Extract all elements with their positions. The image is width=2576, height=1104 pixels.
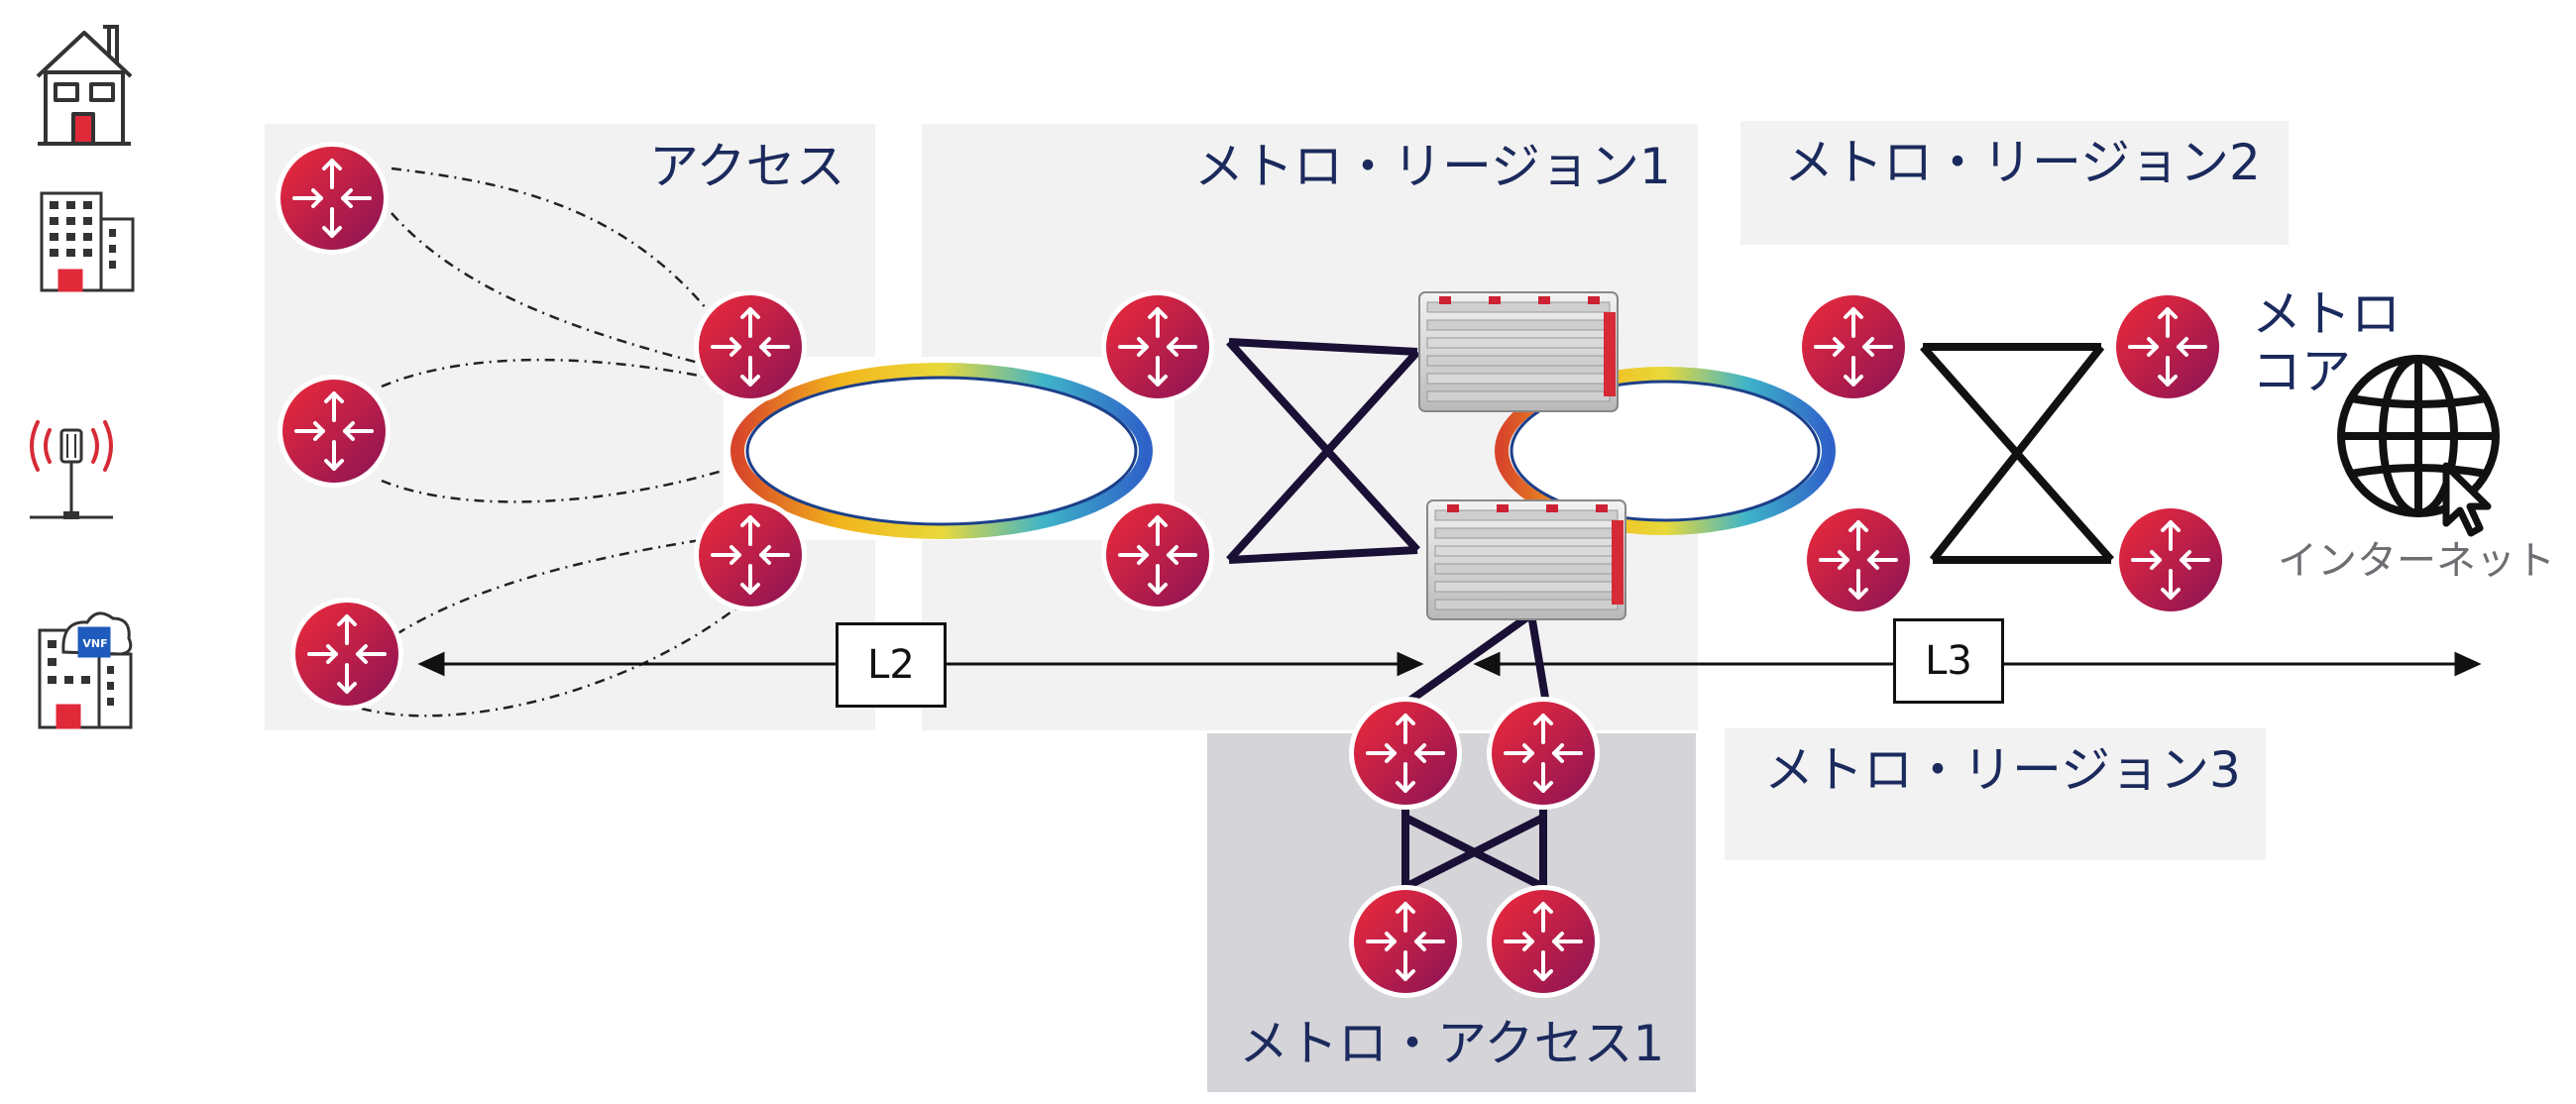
- house-icon: [36, 25, 133, 146]
- vnf-badge: VNF: [82, 637, 108, 650]
- l2-label: L2: [836, 622, 947, 708]
- access-region-label: アクセス: [649, 138, 845, 195]
- metro1-links: [1226, 338, 1550, 708]
- router-access-agg-bottom: [692, 497, 809, 613]
- router-access-1: [274, 140, 391, 257]
- metro-region-2-label: メトロ・リージョン2: [1784, 134, 2261, 191]
- metro-core-label-line2: コア: [2252, 343, 2351, 400]
- router-core-4: [2112, 501, 2229, 618]
- metro-access-1-label: メトロ・アクセス1: [1239, 1015, 1665, 1072]
- router-metro1-top: [1099, 288, 1216, 405]
- internet-label: インターネット: [2278, 538, 2555, 584]
- metro-access-links: [1401, 808, 1547, 897]
- cell-tower-icon: [30, 420, 113, 519]
- router-metro-access-4: [1485, 883, 1602, 1000]
- router-core-3: [1800, 501, 1917, 618]
- access-links: [361, 166, 754, 718]
- vnf-building-icon: [38, 611, 133, 729]
- router-access-3: [288, 596, 405, 713]
- l3-ring: [1495, 367, 1836, 535]
- l3-label: L3: [1893, 618, 2004, 704]
- globe-icon: [2337, 355, 2500, 517]
- metro-core-label-line1: メトロ: [2252, 285, 2401, 343]
- metro-region-3-label: メトロ・リージョン3: [1764, 741, 2241, 799]
- metro-region-3-area: [1725, 728, 2266, 860]
- router-metro1-bottom: [1099, 497, 1216, 613]
- router-core-1: [1795, 288, 1912, 405]
- office-building-icon: [40, 191, 135, 292]
- router-access-2: [276, 373, 392, 490]
- metro-region-2-area: [1740, 121, 2289, 245]
- metro-region-1-label: メトロ・リージョン1: [1194, 138, 1671, 195]
- core-chassis-top: [1418, 291, 1619, 412]
- router-core-2: [2109, 288, 2226, 405]
- core-chassis-bottom: [1426, 499, 1626, 620]
- cursor-icon: [2442, 462, 2492, 537]
- l2-ring: [730, 363, 1153, 539]
- router-metro-access-1: [1347, 695, 1464, 812]
- router-access-agg-top: [692, 288, 809, 405]
- router-metro-access-2: [1485, 695, 1602, 812]
- metro-core-links: [1920, 343, 2114, 564]
- router-metro-access-3: [1347, 883, 1464, 1000]
